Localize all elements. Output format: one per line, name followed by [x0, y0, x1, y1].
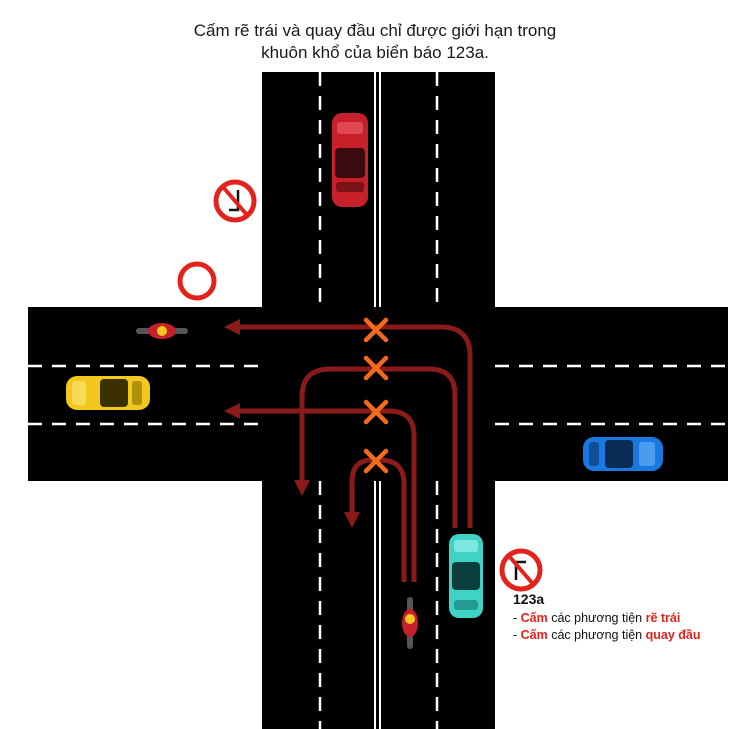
cross-mark-1 — [363, 317, 389, 343]
rule-text: các phương tiện — [547, 611, 646, 625]
yellow-car — [66, 376, 150, 410]
left-turn-path-car — [223, 318, 473, 528]
motorbike-west — [136, 323, 188, 339]
rule-prefix: - — [513, 628, 521, 642]
prohibition-crosses — [363, 317, 389, 474]
title-line-1: Cấm rẽ trái và quay đầu chỉ được giới hạ… — [193, 21, 557, 40]
rule-no-u-turn: - Cấm các phương tiện quay đầu — [513, 627, 700, 644]
diagram-title: Cấm rẽ trái và quay đầu chỉ được giới hạ… — [0, 20, 750, 64]
horizontal-lane-markings — [28, 364, 728, 426]
blank-prohibition-sign-icon — [177, 261, 217, 301]
rule-no-left-turn: - Cấm các phương tiện rẽ trái — [513, 610, 700, 627]
cross-mark-4 — [363, 448, 389, 474]
vertical-lane-markings — [318, 72, 439, 729]
cross-mark-2 — [363, 355, 389, 381]
rule-prefix: - — [513, 611, 521, 625]
left-turn-path-motorbike — [223, 402, 417, 582]
rule-highlight: rẽ trái — [645, 611, 681, 625]
title-line-2: khuôn khổ của biển báo 123a. — [261, 43, 489, 62]
rule-highlight: quay đầu — [645, 628, 701, 642]
red-car — [332, 113, 368, 207]
rule-keyword: Cấm — [520, 628, 548, 642]
rule-text: các phương tiện — [547, 628, 646, 642]
blue-car — [583, 437, 663, 471]
motorbike-north — [402, 597, 418, 649]
no-left-turn-sign-123a-icon — [499, 548, 543, 592]
sign-123a-legend: 123a - Cấm các phương tiện rẽ trái - Cấm… — [513, 591, 700, 644]
no-right-turn-sign-icon — [213, 179, 257, 223]
sign-code: 123a — [513, 591, 545, 607]
teal-car — [449, 534, 483, 618]
cross-mark-3 — [363, 399, 389, 425]
rule-keyword: Cấm — [520, 611, 548, 625]
